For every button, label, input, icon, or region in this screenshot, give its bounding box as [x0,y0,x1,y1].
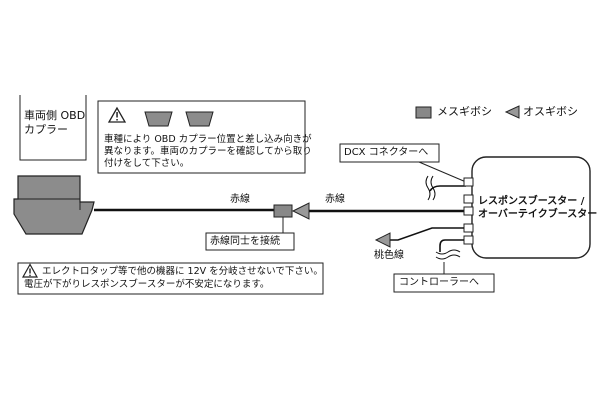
warning-bottom-line1: エレクトロタップ等で他の機器に 12V を分岐させないで下さい。 [42,266,323,277]
pink-male-connector [374,232,391,248]
controller-wire-break [435,249,461,255]
male-connector-icon [504,105,520,119]
red-wire-male-connector [291,202,310,220]
warning-icon [107,106,127,123]
legend-male-label: オスギボシ [523,105,578,118]
dcx-wire-break-2 [425,175,431,201]
warning-bottom-line2: 電圧が下がりレスポンスブースターが不安定になります。 [24,279,270,290]
obd-connector-icon [13,175,95,235]
booster-port-2 [463,194,474,204]
vehicle-obd-label-line1: 車両側 OBD [24,109,86,122]
red-join-box [205,232,295,251]
dcx-label-box [339,143,440,163]
booster-port-1 [463,177,474,187]
booster-label-line2: オーバーテイクブースター [478,209,598,220]
dcx-wire-break [430,175,436,201]
warning-icon [21,263,39,278]
vehicle-obd-label-line2: カプラー [24,123,68,136]
red-wire-left-label: 赤線 [230,194,250,205]
female-connector-icon [415,106,432,119]
red-wire-female-connector [273,204,293,218]
obd-coupler-icon [144,111,214,127]
booster-label-line1: レスポンスブースター / [478,196,585,207]
booster-port-5 [463,235,474,245]
warning-top-line1: 車種により OBD カプラー位置と差し込み向きが [104,134,312,145]
pink-wire-label: 桃色線 [374,250,404,261]
warning-top-line2: 異なります。車両のカプラーを確認してから取り [104,146,312,157]
warning-bottom-box [17,262,324,295]
dcx-wire [429,185,466,192]
dcx-pointer-line [418,161,467,183]
vehicle-obd-box-outline [19,95,87,161]
red-join-label: 赤線同士を接続 [210,236,280,247]
controller-label: コントローラーへ [399,277,479,288]
controller-label-box [393,273,495,293]
warning-top-line3: 付けをして下さい。 [104,158,190,169]
booster-port-3 [463,206,474,216]
red-wire-right-label: 赤線 [325,194,345,205]
dcx-label: DCX コネクターへ [344,147,429,158]
pink-wire [390,227,464,241]
controller-wire-break-2 [435,254,461,260]
controller-wire [439,239,464,252]
booster-port-4 [463,223,474,233]
legend-female-label: メスギボシ [437,105,492,118]
